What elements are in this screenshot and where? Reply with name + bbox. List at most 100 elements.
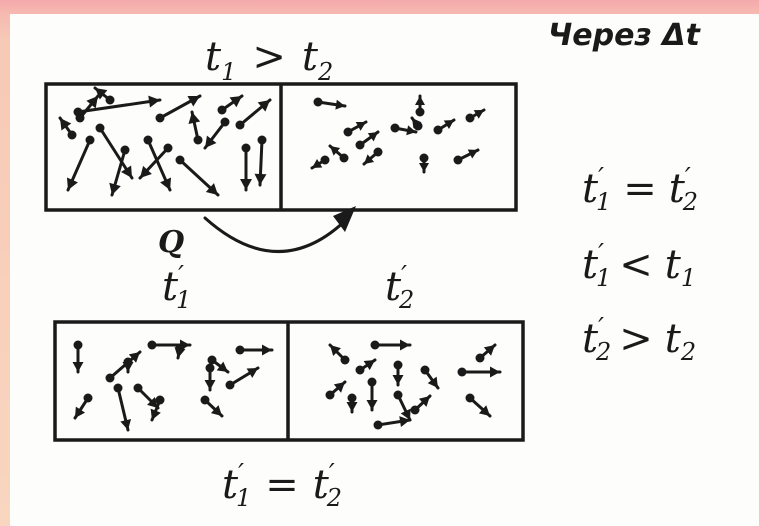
molecule-dot: [367, 377, 377, 387]
molecule-arrowhead: [60, 118, 72, 131]
molecule-arrowhead: [148, 95, 160, 108]
molecule-dot: [390, 123, 400, 133]
molecule-arrowhead: [188, 112, 201, 125]
molecule-dot: [457, 367, 467, 377]
molecule-arrowhead: [483, 345, 495, 356]
molecule-arrowhead: [257, 100, 270, 112]
bottom-container: [53, 320, 525, 442]
molecule-arrowhead: [418, 396, 430, 407]
molecule-dot: [83, 393, 93, 403]
molecule-dot: [175, 155, 185, 165]
molecule-arrowhead: [364, 154, 375, 164]
molecule-dot: [235, 345, 245, 355]
molecule-arrowhead: [412, 118, 422, 129]
molecule-arrowhead: [95, 88, 108, 100]
relation-3: t′2>t2: [582, 313, 696, 366]
molecule-dot: [373, 147, 383, 157]
molecule-dot: [420, 365, 430, 375]
molecule-arrowhead: [128, 352, 140, 363]
molecule-arrowhead: [147, 397, 158, 408]
molecule-arrowhead: [406, 125, 416, 136]
molecule-arrowhead: [392, 375, 404, 385]
molecule-arrowhead: [150, 408, 161, 420]
molecule-dot: [105, 95, 115, 105]
molecule-arrowhead: [443, 120, 454, 130]
molecule-dot: [453, 155, 463, 165]
molecule-dot: [73, 340, 83, 350]
molecule-dot: [95, 123, 105, 133]
molecule-dot: [67, 130, 77, 140]
molecule-dot: [147, 340, 157, 350]
molecule-dot: [217, 105, 227, 115]
bottom-right-temp-label: t′2: [385, 261, 414, 314]
molecule-dot: [419, 153, 429, 163]
molecule-arrowhead: [367, 132, 378, 142]
molecule-dot: [205, 363, 215, 373]
molecule-dot: [355, 140, 365, 150]
molecule-arrowhead: [427, 376, 438, 388]
heat-arrowhead: [333, 206, 356, 232]
molecule-dot: [155, 395, 165, 405]
heat-flow-arrow: [203, 206, 356, 253]
molecule-arrowhead: [216, 361, 228, 372]
heat-arc: [203, 216, 350, 253]
molecule-path: [76, 98, 162, 114]
relation-2: t′1<t1: [582, 239, 696, 292]
molecule-dot: [235, 120, 245, 130]
top-left-molecules: [58, 86, 272, 197]
molecule-dot: [433, 125, 443, 135]
molecule-dot: [465, 393, 475, 403]
molecule-dot: [343, 127, 353, 137]
molecule-arrowhead: [120, 418, 132, 430]
top-condition: t1>t2: [205, 34, 333, 86]
molecule-dot: [225, 380, 235, 390]
bottom-equality: t′1=t′2: [222, 459, 342, 512]
molecule-arrowhead: [205, 183, 218, 195]
molecule-dot: [207, 355, 217, 365]
molecule-arrowhead: [467, 149, 478, 159]
bottom-right-molecules: [325, 339, 502, 430]
molecule-dot: [193, 135, 203, 145]
molecule-arrowhead: [490, 366, 500, 378]
molecule-arrowhead: [109, 182, 121, 195]
molecule-arrowhead: [86, 96, 98, 109]
molecule-arrowhead: [121, 165, 132, 178]
molecule-arrowhead: [399, 416, 410, 427]
molecule-dot: [347, 393, 357, 403]
molecule-arrowhead: [187, 96, 200, 107]
molecule-dot: [120, 145, 130, 155]
molecule-arrowhead: [229, 96, 242, 108]
molecule-arrowhead: [400, 408, 411, 420]
molecule-arrowhead: [140, 165, 152, 178]
molecule-arrowhead: [204, 380, 216, 390]
bottom-left-temp-label: t′1: [162, 261, 191, 314]
molecule-dot: [241, 143, 251, 153]
molecule-arrowhead: [254, 173, 267, 185]
molecule-arrowhead: [66, 177, 78, 190]
molecule-arrowhead: [346, 402, 358, 412]
molecule-arrowhead: [478, 405, 490, 416]
molecule-arrowhead: [366, 400, 378, 410]
molecule-arrowhead: [174, 347, 186, 358]
molecule-dot: [355, 365, 365, 375]
molecule-dot: [200, 395, 210, 405]
molecule-dot: [415, 107, 425, 117]
molecule-dot: [475, 353, 485, 363]
molecule-arrowhead: [330, 146, 341, 156]
molecule-dot: [105, 373, 115, 383]
top-right-molecules: [310, 94, 486, 174]
molecule-dot: [155, 113, 165, 123]
molecule-arrowhead: [333, 382, 345, 393]
molecule-arrowhead: [335, 99, 345, 110]
molecule-arrowhead: [72, 362, 84, 372]
molecule-dot: [393, 390, 403, 400]
molecule-dot: [133, 383, 143, 393]
relations-list: t′1=t′2 t′1<t1 t′2>t2: [582, 163, 698, 366]
molecule-dot: [113, 383, 123, 393]
molecule-arrowhead: [205, 135, 217, 148]
molecule-dot: [339, 153, 349, 163]
molecule-dot: [393, 360, 403, 370]
molecule-dot: [143, 135, 153, 145]
molecule-arrowhead: [473, 110, 484, 119]
